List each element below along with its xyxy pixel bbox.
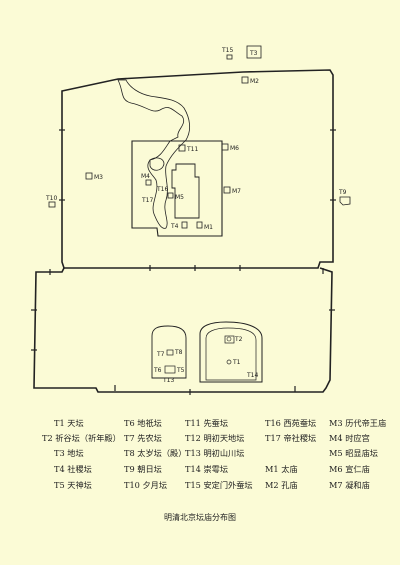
forbidden-city bbox=[171, 163, 200, 219]
label-T3: T3 bbox=[249, 50, 258, 57]
label-M6: M6 bbox=[230, 145, 239, 152]
label-T15: T15 bbox=[221, 47, 233, 54]
label-M2: M2 bbox=[250, 78, 259, 85]
temple-M4-square bbox=[145, 179, 152, 186]
label-T16: T16 bbox=[156, 186, 168, 193]
temple-M7-square bbox=[223, 186, 231, 194]
temple-M3-square bbox=[85, 172, 93, 180]
temple-M5-square bbox=[167, 192, 174, 199]
temple-M1-square bbox=[196, 221, 203, 229]
label-T11: T11 bbox=[186, 146, 198, 153]
temple-T9-altar bbox=[339, 196, 351, 206]
label-T10: T10 bbox=[45, 195, 57, 202]
label-M3: M3 bbox=[94, 174, 103, 181]
label-M4: M4 bbox=[141, 173, 150, 180]
imperial-city-wall bbox=[131, 140, 223, 237]
temple-M2-square bbox=[241, 76, 249, 84]
label-M7: M7 bbox=[232, 188, 241, 195]
label-T8: T8 bbox=[174, 349, 183, 356]
map-caption: 明清北京坛庙分布图 bbox=[164, 513, 236, 522]
label-T7: T7 bbox=[156, 351, 165, 358]
label-T6: T6 bbox=[153, 367, 162, 374]
temple-T10-square bbox=[48, 201, 56, 208]
label-T5: T5 bbox=[176, 367, 185, 374]
lakes bbox=[117, 79, 190, 229]
label-M5: M5 bbox=[175, 194, 184, 201]
label-T2: T2 bbox=[234, 336, 243, 343]
label-T14: T14 bbox=[246, 372, 258, 379]
label-T1: T1 bbox=[232, 359, 241, 366]
outer-city-wall bbox=[33, 267, 333, 393]
xiannong-altar-enclosure bbox=[151, 325, 187, 379]
label-T4: T4 bbox=[170, 223, 179, 230]
temple-T15-square bbox=[226, 54, 233, 60]
label-T17: T17 bbox=[141, 197, 153, 204]
wall-gates bbox=[31, 129, 336, 395]
temple-M6-square bbox=[221, 143, 229, 151]
inner-city-wall bbox=[61, 69, 334, 269]
temple-of-heaven-enclosure bbox=[199, 321, 263, 383]
temple-T3-square bbox=[246, 45, 262, 59]
label-T9: T9 bbox=[338, 189, 347, 196]
label-T13: T13 bbox=[162, 377, 174, 384]
temple-T4-square bbox=[181, 221, 188, 229]
temple-T11-square bbox=[178, 144, 186, 152]
label-M1: M1 bbox=[204, 224, 213, 231]
